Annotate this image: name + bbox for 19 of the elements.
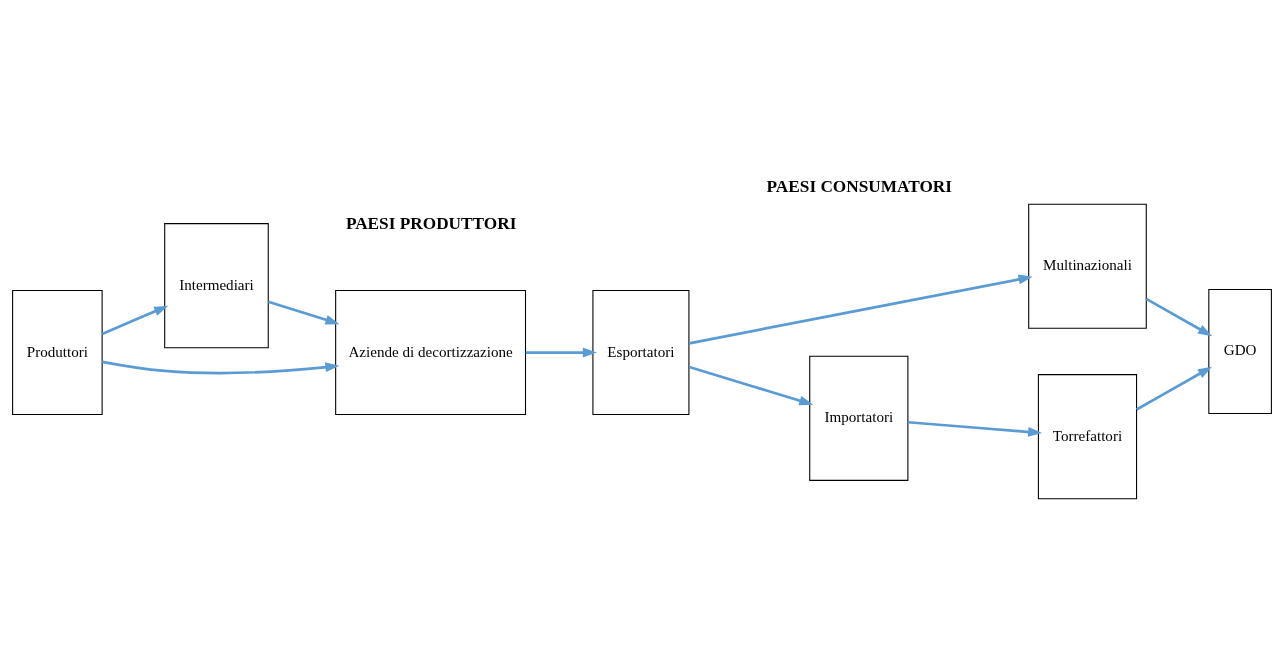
arrow [101,360,340,375]
arrow [101,305,169,336]
arrow [688,365,814,406]
label: PAESI CONSUMATORI [766,176,953,196]
label: PAESI PRODUTTORI [345,214,517,234]
node-box: Torrefattori [1037,374,1138,500]
node-box: Intermediari [164,223,269,349]
node-box: GDO [1208,288,1272,414]
node-box: Produttori [12,289,103,416]
node-box: Aziende di decortizzazione [335,289,527,416]
arrow [907,420,1043,437]
node-box: Importatori [809,355,909,481]
arrow [688,274,1033,345]
arrow [1145,297,1213,337]
node-box: Multinazionali [1028,203,1147,329]
arrow [525,347,597,358]
node-box: Esportatori [592,289,690,416]
arrow [1135,366,1213,411]
arrow [267,300,340,325]
